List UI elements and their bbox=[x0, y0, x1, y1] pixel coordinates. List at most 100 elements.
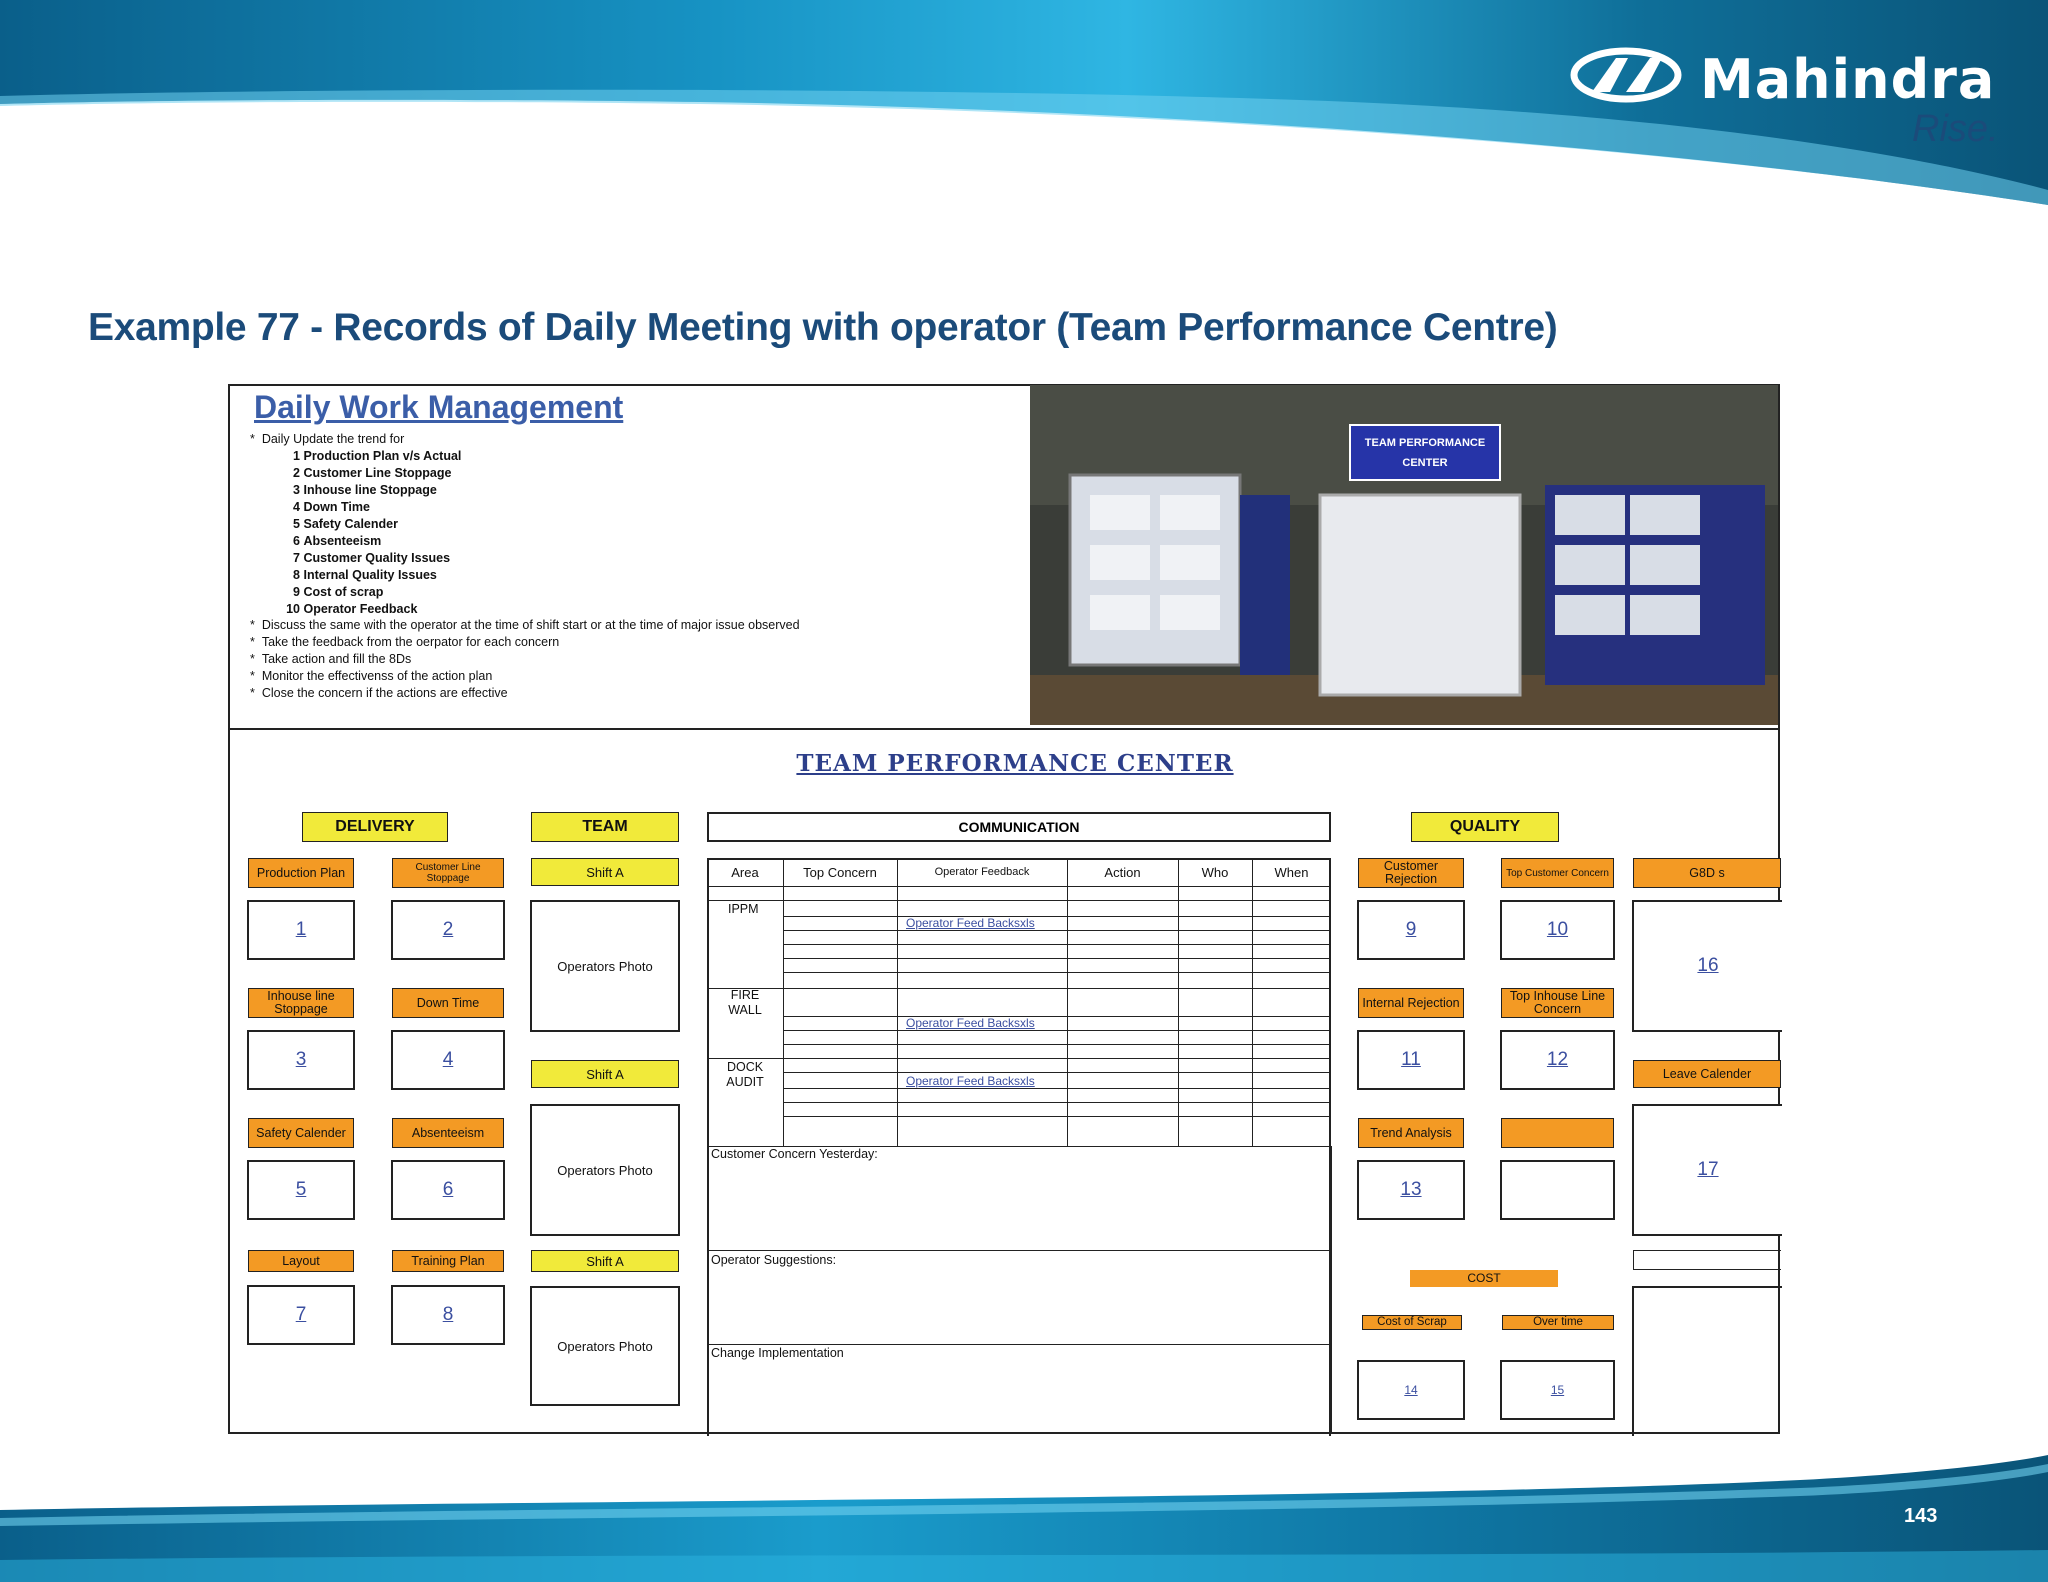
delivery-link[interactable]: 2 bbox=[391, 900, 505, 960]
comm-header: When bbox=[1274, 864, 1309, 880]
delivery-label: Training Plan bbox=[392, 1250, 504, 1272]
team-shift-label: Shift A bbox=[531, 858, 679, 886]
quality-link[interactable]: 13 bbox=[1357, 1160, 1465, 1220]
dwm-item: 5 Safety Calender bbox=[293, 517, 398, 531]
cost-link[interactable]: 14 bbox=[1357, 1360, 1465, 1420]
comm-header: Action bbox=[1104, 864, 1141, 880]
dwm-item: 10 Operator Feedback bbox=[286, 602, 418, 616]
quality-link[interactable]: 10 bbox=[1500, 900, 1615, 960]
mahindra-logo-icon bbox=[1570, 47, 1682, 103]
quality-label: Top Customer Concern bbox=[1501, 858, 1614, 888]
comm-header: Top Concern bbox=[803, 864, 877, 880]
team-board-photo: TEAM PERFORMANCE CENTER bbox=[1030, 385, 1778, 725]
quality-link[interactable]: 12 bbox=[1500, 1030, 1615, 1090]
comm-grid-line bbox=[783, 958, 1331, 959]
dwm-item: 9 Cost of scrap bbox=[293, 585, 384, 599]
comm-grid-line bbox=[1178, 858, 1179, 1146]
dwm-bullet: * Close the concern if the actions are e… bbox=[250, 686, 508, 700]
comm-area-label: DOCK AUDIT bbox=[726, 1060, 764, 1089]
dwm-bullet: * Monitor the effectivenss of the action… bbox=[250, 669, 493, 683]
section-quality: QUALITY bbox=[1411, 812, 1559, 842]
dwm-item: 6 Absenteeism bbox=[293, 534, 382, 548]
change-implementation-label: Change Implementation bbox=[711, 1346, 844, 1360]
comm-grid-line bbox=[783, 944, 1331, 945]
dwm-item: 4 Down Time bbox=[293, 500, 370, 514]
operator-suggestions-label: Operator Suggestions: bbox=[711, 1253, 837, 1267]
photo-sign-line2: CENTER bbox=[1402, 457, 1448, 469]
delivery-link[interactable]: 7 bbox=[247, 1285, 355, 1345]
delivery-link[interactable]: 5 bbox=[247, 1160, 355, 1220]
cost-label: Cost of Scrap bbox=[1362, 1315, 1462, 1330]
comm-grid-line bbox=[783, 1044, 1331, 1045]
quality-label bbox=[1501, 1118, 1614, 1148]
tpc-title: TEAM PERFORMANCE CENTER bbox=[796, 750, 1234, 777]
comm-grid-line bbox=[1067, 858, 1068, 1146]
dwm-item: 8 Internal Quality Issues bbox=[293, 568, 437, 582]
delivery-link[interactable]: 4 bbox=[391, 1030, 505, 1090]
dwm-item: 7 Customer Quality Issues bbox=[293, 551, 451, 565]
section-team: TEAM bbox=[531, 812, 679, 842]
comm-grid-line bbox=[783, 1102, 1331, 1103]
dwm-item: 1 Production Plan v/s Actual bbox=[293, 449, 462, 463]
team-shift-label: Shift A bbox=[531, 1060, 679, 1088]
g8d-link[interactable]: 16 bbox=[1632, 900, 1782, 1032]
comm-grid-line bbox=[783, 1016, 1331, 1017]
team-operators-photo: Operators Photo bbox=[530, 1286, 680, 1406]
delivery-label: Production Plan bbox=[248, 858, 354, 888]
comm-grid-line bbox=[707, 988, 1331, 989]
header-band bbox=[0, 0, 2048, 205]
comm-grid-line bbox=[707, 1344, 1331, 1345]
photo-sign-line1: TEAM PERFORMANCE bbox=[1364, 437, 1486, 449]
quality-label: Trend Analysis bbox=[1358, 1118, 1464, 1148]
comm-grid-line bbox=[783, 858, 784, 1146]
dwm-item-list: 1 Production Plan v/s Actual 2 Customer … bbox=[280, 449, 461, 619]
dwm-item: 2 Customer Line Stoppage bbox=[293, 466, 452, 480]
comm-grid-line bbox=[707, 886, 1331, 887]
section-divider bbox=[228, 728, 1780, 730]
brand-name: Mahindra bbox=[1700, 48, 1996, 111]
section-cost: COST bbox=[1410, 1270, 1558, 1287]
cost-link[interactable]: 15 bbox=[1500, 1360, 1615, 1420]
quality-label: Internal Rejection bbox=[1358, 988, 1464, 1018]
comm-grid-line bbox=[707, 1058, 1331, 1059]
quality-label: Customer Rejection bbox=[1358, 858, 1464, 888]
operator-feedback-link[interactable]: Operator Feed Backsxls bbox=[906, 916, 1035, 930]
dwm-title: Daily Work Management bbox=[254, 389, 624, 425]
column-divider bbox=[707, 1146, 709, 1434]
slide-title: Example 77 - Records of Daily Meeting wi… bbox=[88, 306, 1558, 349]
delivery-label: Absenteeism bbox=[392, 1118, 504, 1148]
team-operators-photo: Operators Photo bbox=[530, 900, 680, 1032]
team-operators-photo: Operators Photo bbox=[530, 1104, 680, 1236]
leave-calendar-label: Leave Calender bbox=[1633, 1060, 1781, 1088]
footer-band bbox=[0, 1455, 2048, 1582]
delivery-label: Inhouse line Stoppage bbox=[248, 988, 354, 1018]
comm-area-label: IPPM bbox=[728, 902, 759, 916]
dwm-intro: * Daily Update the trend for bbox=[250, 432, 405, 446]
delivery-label: Customer Line Stoppage bbox=[392, 858, 504, 888]
team-shift-label: Shift A bbox=[531, 1250, 679, 1272]
delivery-link[interactable]: 1 bbox=[247, 900, 355, 960]
operator-feedback-link[interactable]: Operator Feed Backsxls bbox=[906, 1074, 1035, 1088]
delivery-link[interactable]: 3 bbox=[247, 1030, 355, 1090]
comm-grid-line bbox=[783, 1116, 1331, 1117]
quality-link[interactable]: 11 bbox=[1357, 1030, 1465, 1090]
quality-link[interactable]: 9 bbox=[1357, 900, 1465, 960]
delivery-label: Safety Calender bbox=[248, 1118, 354, 1148]
delivery-link[interactable]: 6 bbox=[391, 1160, 505, 1220]
comm-grid-line bbox=[707, 1250, 1331, 1251]
operator-feedback-link[interactable]: Operator Feed Backsxls bbox=[906, 1016, 1035, 1030]
comm-grid-line bbox=[783, 1072, 1331, 1073]
section-communication: COMMUNICATION bbox=[707, 812, 1331, 842]
dwm-bullet: * Take action and fill the 8Ds bbox=[250, 652, 412, 666]
customer-concern-label: Customer Concern Yesterday: bbox=[711, 1147, 878, 1161]
dwm-bullet: * Discuss the same with the operator at … bbox=[250, 618, 800, 632]
comm-grid-line bbox=[783, 916, 1331, 917]
leave-calendar-link[interactable]: 17 bbox=[1632, 1104, 1782, 1236]
quality-label: Top Inhouse Line Concern bbox=[1501, 988, 1614, 1018]
comm-grid-line bbox=[707, 900, 1331, 901]
delivery-link[interactable]: 8 bbox=[391, 1285, 505, 1345]
comm-grid-line bbox=[1252, 858, 1253, 1146]
comm-header: Area bbox=[731, 864, 759, 880]
delivery-label: Down Time bbox=[392, 988, 504, 1018]
page-number: 143 bbox=[1904, 1505, 1938, 1527]
